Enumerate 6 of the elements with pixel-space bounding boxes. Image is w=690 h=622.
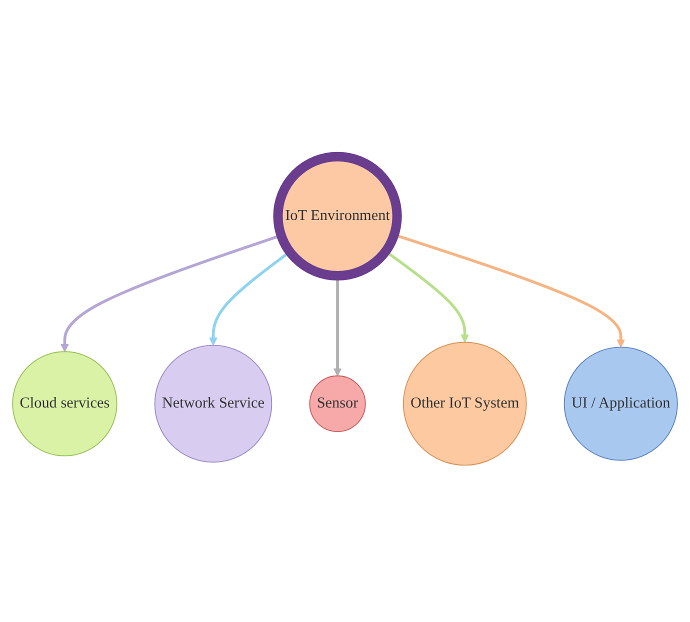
- node-circle: Cloud services: [12, 351, 118, 456]
- node-circle: IoT Environment: [273, 152, 402, 281]
- node-circle: Network Service: [154, 344, 272, 463]
- node-circle: Other IoT System: [402, 342, 527, 466]
- node-circle: UI / Application: [564, 346, 678, 461]
- node-circle: Sensor: [309, 376, 366, 432]
